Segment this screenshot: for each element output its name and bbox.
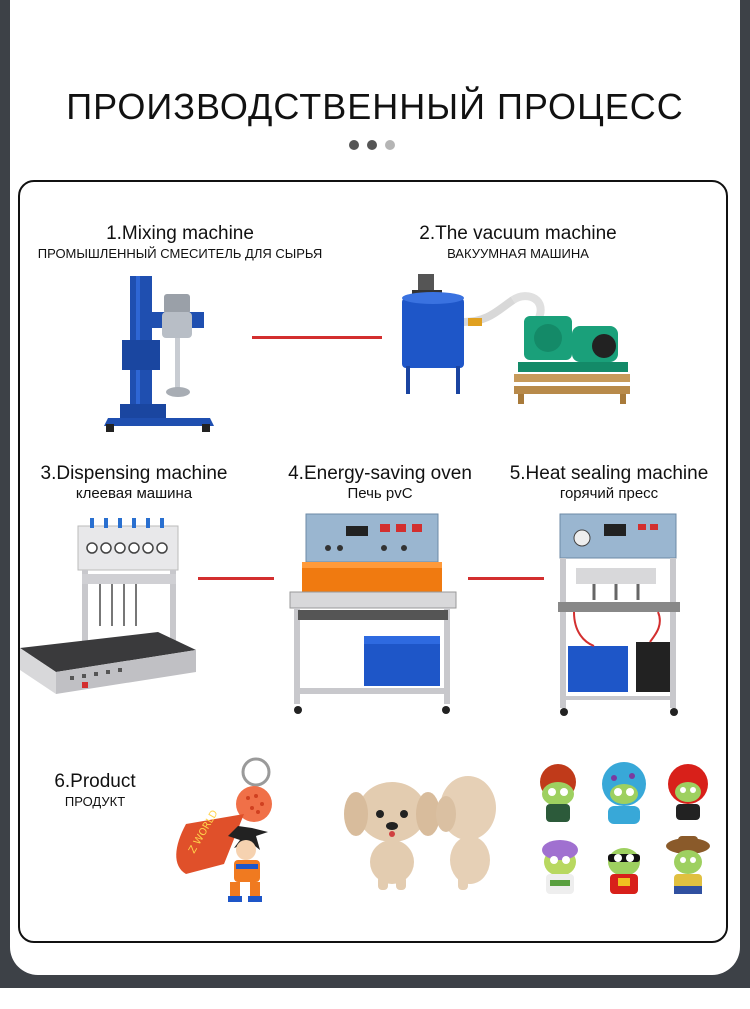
figure-incredibles (608, 848, 640, 894)
figure-sulley (602, 762, 646, 824)
step-5-caption: 5.Heat sealing machine горячий пресс (498, 463, 720, 503)
oven-machine-image (289, 513, 457, 714)
pager-dot-3[interactable] (385, 140, 395, 150)
step-5-title: 5.Heat sealing machine (509, 463, 709, 484)
step-4-subtitle: Печь pvC (347, 485, 413, 502)
step-2-subtitle: ВАКУУМНАЯ МАШИНА (447, 246, 589, 261)
mixing-machine-image (104, 276, 214, 432)
keychain-product-image: Z WORLD (176, 757, 272, 902)
pager-dot-2[interactable] (367, 140, 377, 150)
figure-woody (666, 836, 710, 894)
step-1-title: 1.Mixing machine (106, 223, 254, 244)
step-2-caption: 2.The vacuum machine ВАКУУМНАЯ МАШИНА (388, 223, 648, 263)
step-5-subtitle: горячий пресс (559, 485, 659, 502)
step-2-title: 2.The vacuum machine (419, 223, 617, 244)
pager-dot-1[interactable] (349, 140, 359, 150)
process-frame (18, 180, 728, 943)
page-title: ПРОИЗВОДСТВЕННЫЙ ПРОЦЕСС (66, 86, 684, 127)
step-6-title: 6.Product (54, 771, 136, 792)
vacuum-machine-image (402, 274, 630, 404)
step-1-subtitle: ПРОМЫШЛЕННЫЙ СМЕСИТЕЛЬ ДЛЯ СЫРЬЯ (37, 246, 323, 261)
step-4-title: 4.Energy-saving oven (288, 463, 472, 484)
step-6-subtitle: ПРОДУКТ (64, 794, 126, 809)
step-6-caption: 6.Product ПРОДУКТ (40, 771, 150, 811)
step-3-caption: 3.Dispensing machine клеевая машина (28, 463, 240, 503)
bottom-strip (0, 988, 750, 1009)
figure-buzz (542, 840, 578, 894)
connector-3-4 (198, 577, 274, 580)
figure-red-hood (668, 764, 708, 820)
figure-merida (540, 764, 576, 822)
step-3-title: 3.Dispensing machine (40, 463, 228, 484)
step-1-caption: 1.Mixing machine ПРОМЫШЛЕННЫЙ СМЕСИТЕЛЬ … (30, 223, 330, 263)
connector-4-5 (468, 577, 544, 580)
alien-figures-product-image (540, 762, 710, 894)
heat-sealing-machine-image (558, 513, 680, 716)
pager-dots[interactable] (349, 140, 395, 150)
step-4-caption: 4.Energy-saving oven Печь pvC (280, 463, 480, 503)
dispensing-machine-image (20, 518, 196, 694)
step-3-subtitle: клеевая машина (75, 485, 193, 502)
dog-figures-product-image (344, 776, 496, 890)
connector-1-2 (252, 336, 382, 339)
